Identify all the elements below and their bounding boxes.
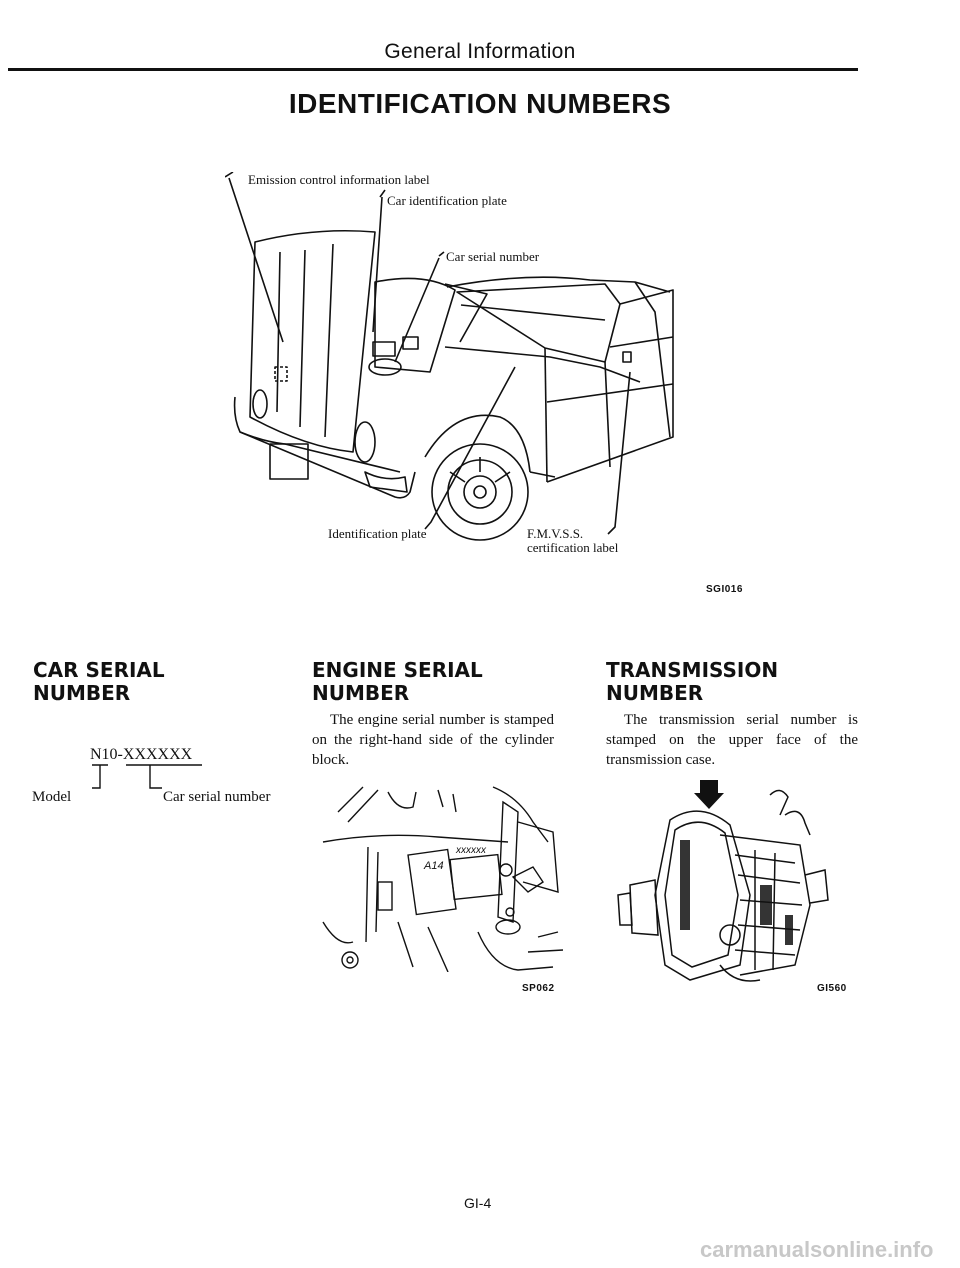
transmission-heading-line1: TRANSMISSION (606, 658, 779, 682)
model-label: Model (32, 789, 72, 805)
page-title: IDENTIFICATION NUMBERS (288, 88, 672, 119)
serial-number-callout: Car serial number (446, 249, 540, 264)
car-serial-label: Car serial number (163, 789, 271, 805)
figure-code: SGI016 (706, 584, 743, 595)
watermark: carmanualsonline.info (700, 1237, 934, 1262)
engine-block-illustration (318, 782, 568, 973)
serial-format-brackets (30, 760, 260, 810)
emission-label-callout: Emission control information label (248, 172, 430, 187)
transmission-heading-line2: NUMBER (606, 681, 704, 705)
car-illustration (224, 171, 695, 592)
engine-serial-heading-line1: ENGINE SERIAL (312, 658, 483, 682)
header-rule (8, 68, 858, 71)
ident-plate-callout: Identification plate (328, 526, 427, 541)
fmvss-callout-line2: certification label (527, 540, 619, 555)
engine-stamp-model: A14 (424, 860, 444, 872)
engine-serial-text: The engine serial number is stamped on t… (312, 712, 554, 768)
transmission-illustration (610, 775, 835, 990)
fmvss-callout-line1: F.M.V.S.S. (527, 526, 584, 541)
serial-format: N10-XXXXXX (90, 746, 193, 763)
transmission-figure-code: GI560 (817, 983, 847, 994)
section-header: General Information (384, 40, 576, 63)
engine-stamp-serial: xxxxxx (456, 845, 486, 856)
engine-serial-heading-line2: NUMBER (312, 681, 410, 705)
car-plate-callout: Car identification plate (387, 193, 507, 208)
engine-figure-code: SP062 (522, 983, 555, 994)
page-number: GI-4 (464, 1195, 492, 1211)
car-serial-heading-line1: CAR SERIAL (33, 658, 165, 682)
transmission-text: The transmission serial number is stampe… (606, 712, 858, 768)
car-serial-heading-line2: NUMBER (33, 681, 131, 705)
